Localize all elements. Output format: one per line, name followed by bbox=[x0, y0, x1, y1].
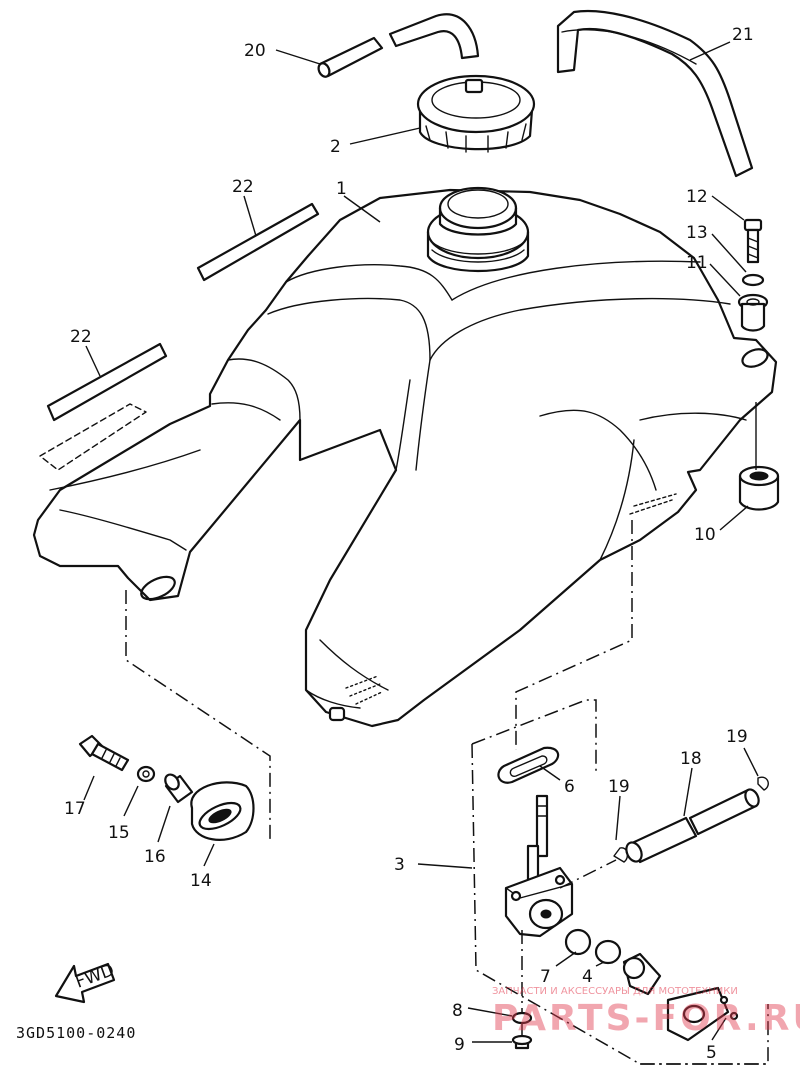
callout-9: 9 bbox=[454, 1035, 465, 1055]
callout-17: 17 bbox=[64, 799, 86, 819]
diagram-code: 3GD5100-0240 bbox=[16, 1024, 136, 1042]
breather-hose-part bbox=[317, 13, 480, 78]
callout-labels: 20 2 21 1 22 22 12 13 11 10 3 6 19 18 19… bbox=[64, 25, 754, 1063]
callout-6: 6 bbox=[564, 777, 575, 797]
watermark: ЗАПЧАСТИ И АКСЕССУАРЫ ДЛЯ МОТОТЕХНИКИ PA… bbox=[492, 986, 800, 1039]
watermark-brand: PARTS-FOR.RU bbox=[492, 998, 800, 1039]
callout-14: 14 bbox=[190, 871, 212, 891]
assembly-lines bbox=[125, 520, 769, 1065]
forward-direction-arrow: FWD bbox=[54, 960, 117, 1004]
callout-19-left: 19 bbox=[608, 777, 630, 797]
fuel-tank-part bbox=[32, 186, 778, 728]
callout-3: 3 bbox=[394, 855, 405, 875]
bolt-washer-collar-parts bbox=[737, 218, 769, 332]
callout-19-right: 19 bbox=[726, 727, 748, 747]
callout-4: 4 bbox=[582, 967, 593, 987]
callout-2: 2 bbox=[330, 137, 341, 157]
callout-18: 18 bbox=[680, 749, 702, 769]
leader-lines bbox=[83, 41, 759, 1043]
watermark-caption: ЗАПЧАСТИ И АКСЕССУАРЫ ДЛЯ МОТОТЕХНИКИ bbox=[492, 986, 738, 997]
carry-handle-part bbox=[556, 9, 754, 178]
left-mount-parts bbox=[78, 734, 255, 841]
callout-22-lower: 22 bbox=[70, 327, 92, 347]
callout-13: 13 bbox=[686, 223, 708, 243]
tank-damper-part bbox=[738, 465, 780, 511]
callout-1: 1 bbox=[336, 179, 347, 199]
callout-15: 15 bbox=[108, 823, 130, 843]
callout-16: 16 bbox=[144, 847, 166, 867]
callout-22-upper: 22 bbox=[232, 177, 254, 197]
fuel-cock-assembly bbox=[497, 746, 769, 1050]
callout-5: 5 bbox=[706, 1043, 717, 1063]
callout-20: 20 bbox=[244, 41, 266, 61]
callout-10: 10 bbox=[694, 525, 716, 545]
callout-21: 21 bbox=[732, 25, 754, 45]
callout-7: 7 bbox=[540, 967, 551, 987]
callout-8: 8 bbox=[452, 1001, 463, 1021]
damper-strip-parts bbox=[39, 202, 320, 471]
callout-11: 11 bbox=[686, 253, 708, 273]
callout-12: 12 bbox=[686, 187, 708, 207]
fuel-cap-part bbox=[416, 74, 536, 153]
